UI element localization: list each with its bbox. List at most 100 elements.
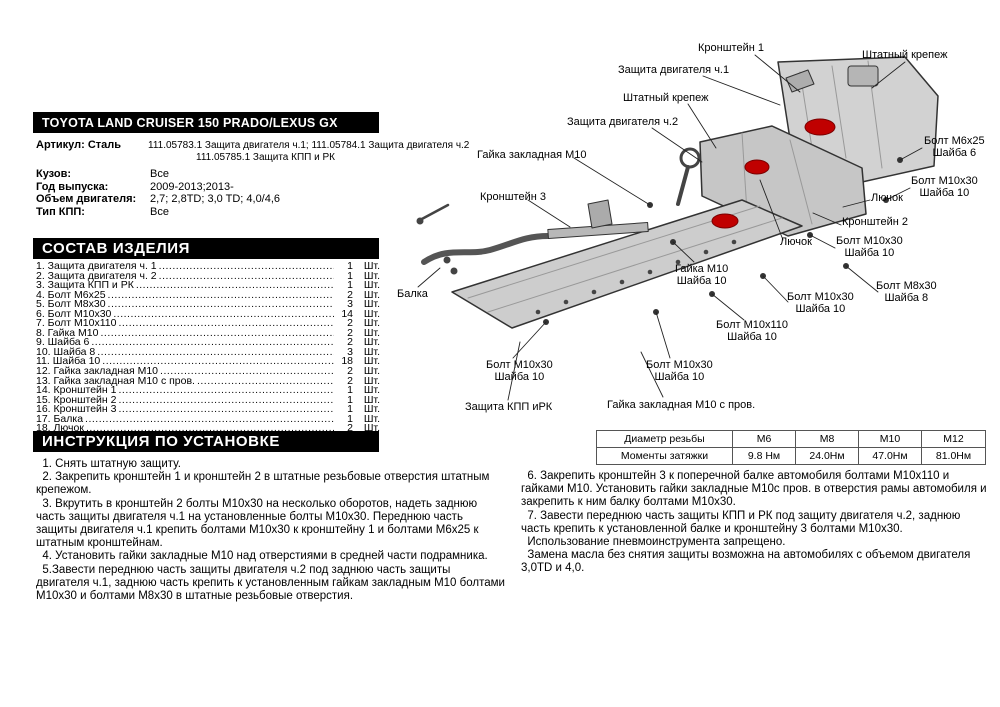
diagram-label-beam: Балка [397,288,428,300]
composition-item-name: 1. Защита двигателя ч. 1 [36,260,157,272]
composition-dot-leader [85,415,334,425]
composition-item-qty: 1 [347,393,353,406]
torque-cell: 47.0Нм [859,448,922,464]
composition-row: 11. Шайба 10 18 Шт. [36,355,380,368]
composition-item-unit: Шт. [363,365,380,378]
composition-item-unit: Шт. [363,422,380,435]
diagram-label-bolt-m10x110: Болт М10х110 Шайба 10 [716,319,789,343]
composition-item-name: 7. Болт М10х110 [36,317,117,330]
torque-cell: М12 [922,431,985,448]
composition-item-unit: Шт. [363,355,380,368]
spec-value: 2,7; 2,8TD; 3,0 TD; 4,0/4,6 [150,193,281,205]
composition-item-unit: Шт. [363,269,380,282]
composition-heading: СОСТАВ ИЗДЕЛИЯ [33,238,379,259]
composition-row: 2. Защита двигателя ч. 2 1 Шт. [36,269,380,282]
diagram-label-embedded-nut-m10: Гайка закладная М10 [477,149,587,161]
composition-item-unit: Шт. [363,393,380,406]
diagram-label-nut-m10: Гайка М10 Шайба 10 [675,263,729,287]
beam-shape [421,233,551,265]
composition-item-name: 4. Болт М6х25 [36,288,106,301]
composition-dot-leader [91,338,334,348]
composition-row: 18. Лючок 2 Шт. [36,422,380,435]
composition-dot-leader [100,329,334,339]
composition-item-unit: Шт. [363,326,380,339]
composition-row: 17. Балка 1 Шт. [36,412,380,425]
composition-item-qty: 2 [347,374,353,387]
torque-cell: М6 [733,431,796,448]
vehicle-specs: Кузов: Все Год выпуска: 2009-2013;2013- … [36,168,381,218]
composition-row: 10. Шайба 8 3 Шт. [36,345,380,358]
diagram-label-bolt-m10x30-e: Болт М10х30 Шайба 10 [646,359,713,383]
composition-item-name: 6. Болт М10х30 [36,307,112,320]
torque-cell: 24.0Нм [796,448,859,464]
instruction-paragraph: 7. Завести переднюю часть защиты КПП и Р… [521,509,964,535]
instructions-heading: ИНСТРУКЦИЯ ПО УСТАНОВКЕ [33,431,379,452]
instruction-paragraph: Использование пневмоинструмента запрещен… [521,536,786,549]
diagram-label-embedded-nut-m10-wire: Гайка закладная М10 с пров. [607,399,756,411]
composition-item-name: 15. Кронштейн 2 [36,393,117,406]
instruction-paragraph: Замена масла без снятия защиты возможна … [521,549,974,575]
composition-item-qty: 1 [347,269,353,282]
composition-item-name: 11. Шайба 10 [36,355,101,368]
article-label: Артикул: Сталь [36,139,122,151]
composition-item-qty: 2 [347,326,353,339]
composition-row: 16. Кронштейн 3 1 Шт. [36,403,380,416]
composition-item-name: 3. Защита КПП и РК [36,279,134,292]
composition-row: 14. Кронштейн 1 1 Шт. [36,384,380,397]
composition-item-qty: 1 [347,412,353,425]
composition-dot-leader [108,291,334,301]
composition-item-unit: Шт. [363,336,380,349]
instruction-paragraph: 2. Закрепить кронштейн 1 и кронштейн 2 в… [36,471,493,497]
composition-item-name: 9. Шайба 6 [36,336,90,349]
composition-item-qty: 2 [347,288,353,301]
composition-item-unit: Шт. [363,260,380,272]
instruction-paragraph: 6. Закрепить кронштейн 3 к поперечной ба… [521,470,990,509]
spec-label: Объем двигателя: [36,193,137,205]
composition-item-name: 16. Кронштейн 3 [36,403,117,416]
composition-dot-leader [113,310,334,320]
diagram-label-engine-guard-part2: Защита двигателя ч.2 [567,116,679,128]
diagram-label-bolt-m6x25: Болт М6х25 Шайба 6 [924,135,985,159]
composition-item-unit: Шт. [363,374,380,387]
composition-item-name: 2. Защита двигателя ч. 2 [36,269,157,282]
composition-item-unit: Шт. [363,307,380,320]
article-numbers-line1: 111.05783.1 Защита двигателя ч.1; 111.05… [148,140,470,151]
composition-item-name: 12. Гайка закладная М10 [36,365,159,378]
composition-item-qty: 1 [347,260,353,272]
composition-row: 5. Болт М8х30 3 Шт. [36,298,380,311]
composition-item-qty: 3 [347,298,353,311]
leader-lines [417,54,923,401]
composition-dot-leader [97,348,334,358]
diagram-label-bolt-m10x30-a: Болт М10х30 Шайба 10 [911,175,978,199]
composition-item-name: 14. Кронштейн 1 [36,384,117,397]
composition-dot-leader [159,272,334,282]
composition-row: 3. Защита КПП и РК 1 Шт. [36,279,380,292]
composition-item-qty: 3 [347,345,353,358]
diagram-label-engine-guard-part1: Защита двигателя ч.1 [618,64,730,76]
diagram-label-bracket-2: Кронштейн 2 [842,216,908,228]
composition-row: 9. Шайба 6 2 Шт. [36,336,380,349]
diagram-label-factory-fastener-left: Штатный крепеж [623,92,709,104]
composition-row: 1. Защита двигателя ч. 1 1 Шт. [36,260,380,272]
composition-row: 13. Гайка закладная М10 с пров. 2 Шт. [36,374,380,387]
gearbox-guard-shape [451,199,803,329]
composition-item-qty: 1 [347,403,353,416]
spec-label: Кузов: [36,168,72,180]
spec-row: Объем двигателя: 2,7; 2,8TD; 3,0 TD; 4,0… [36,193,381,206]
article-numbers-line2: 111.05785.1 Защита КПП и РК [196,152,335,163]
instruction-paragraph: 4. Установить гайки закладные М10 над от… [36,550,488,563]
composition-item-qty: 2 [347,317,353,330]
diagram-label-bracket-3: Кронштейн 3 [480,191,546,203]
spec-row: Год выпуска: 2009-2013;2013- [36,181,381,194]
composition-item-unit: Шт. [363,384,380,397]
composition-item-qty: 1 [347,279,353,292]
composition-item-name: 10. Шайба 8 [36,345,96,358]
torque-cell: М10 [859,431,922,448]
diagram-label-bolt-m10x30-c: Болт М10х30 Шайба 10 [787,291,854,315]
composition-item-qty: 2 [347,336,353,349]
instruction-paragraph: 3. Вкрутить в кронштейн 2 болты М10х30 н… [36,497,482,550]
composition-item-qty: 18 [341,355,353,368]
spec-row: Кузов: Все [36,168,381,181]
